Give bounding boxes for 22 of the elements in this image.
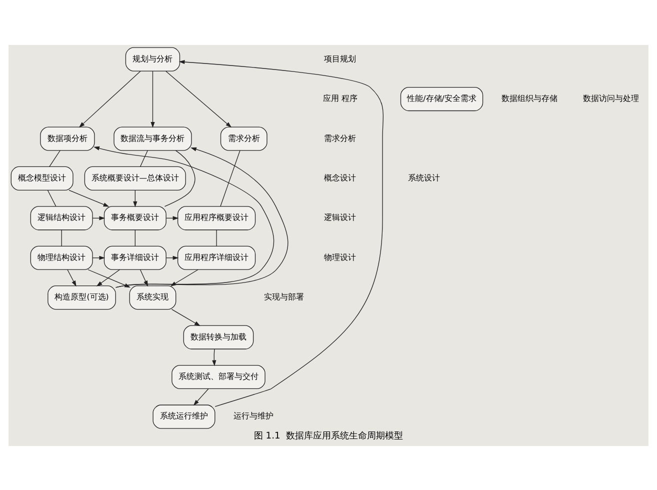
arrow: [178, 59, 384, 406]
connector: [220, 150, 240, 206]
connector: [47, 189, 56, 206]
connector: [164, 150, 196, 206]
arrow: [140, 268, 148, 286]
arrow: [96, 268, 120, 286]
connector: [49, 150, 60, 166]
arrow: [150, 70, 155, 128]
arrow: [67, 268, 76, 286]
connector: [140, 150, 148, 166]
arrow: [165, 70, 232, 128]
arrow: [68, 189, 110, 206]
arrow: [212, 348, 216, 366]
arrow: [88, 268, 130, 288]
connector: [216, 229, 217, 246]
connector: [134, 229, 136, 246]
arrow: [193, 388, 209, 406]
caption: 图 1.1 数据库应用系统生命周期模型: [254, 430, 404, 441]
connector: [61, 229, 62, 246]
arrow: [133, 189, 138, 207]
arrow: [78, 70, 141, 128]
arrow: [171, 308, 200, 326]
